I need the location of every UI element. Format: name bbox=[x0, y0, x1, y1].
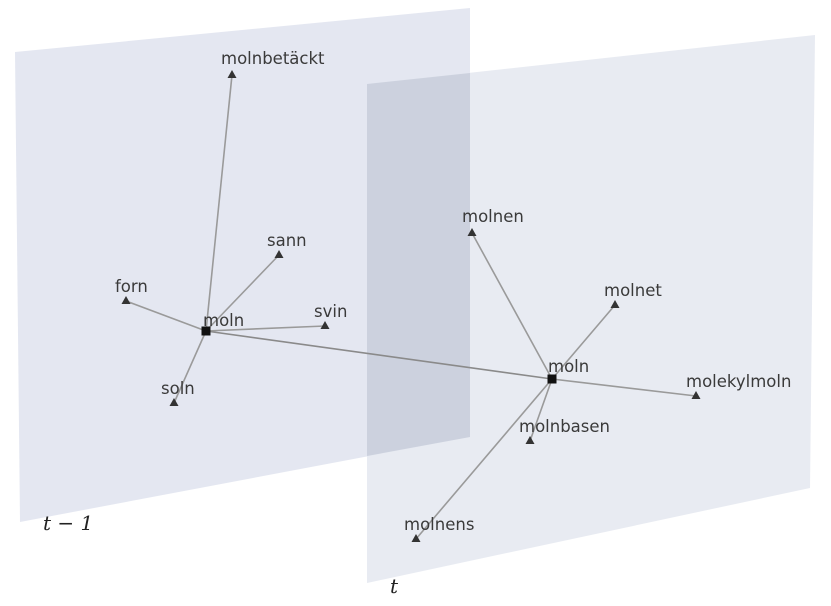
nodes-t-minus-1 bbox=[121, 70, 330, 406]
edges-t bbox=[415, 232, 697, 540]
leaf-node-triangle bbox=[320, 321, 330, 329]
edge-moln-svin bbox=[205, 325, 326, 332]
node-label-molnens: molnens bbox=[404, 515, 474, 534]
node-label-sann: sann bbox=[267, 231, 307, 250]
node-label-forn: forn bbox=[115, 277, 148, 296]
edge-moln-sann bbox=[205, 254, 280, 332]
center-node-square bbox=[547, 374, 557, 384]
node-label-molekylmoln: molekylmoln bbox=[686, 372, 791, 391]
node-label-molnbetackt: molnbetäckt bbox=[221, 49, 325, 68]
leaf-node-triangle bbox=[610, 300, 620, 308]
plane-t bbox=[367, 35, 815, 583]
plane-t-minus-1 bbox=[15, 8, 470, 522]
node-label-molnet: molnet bbox=[604, 281, 662, 300]
edge-moln-molnet bbox=[551, 304, 616, 380]
node-label-svin: svin bbox=[314, 302, 347, 321]
edge-moln-forn bbox=[125, 300, 207, 332]
edge-cross-plane-moln bbox=[205, 330, 553, 380]
node-label-soln: soln bbox=[161, 379, 195, 398]
node-label-moln-t: moln bbox=[548, 357, 589, 376]
node-label-molnbasen: molnbasen bbox=[519, 417, 610, 436]
plane-label-t: t bbox=[390, 574, 399, 598]
plane-label-t-minus-1: t − 1 bbox=[43, 511, 93, 535]
leaf-node-triangle bbox=[411, 534, 421, 542]
node-label-molnen: molnen bbox=[462, 207, 524, 226]
leaf-node-triangle bbox=[274, 250, 284, 258]
center-node-square bbox=[201, 326, 211, 336]
leaf-node-triangle bbox=[467, 228, 477, 236]
leaf-node-triangle bbox=[525, 436, 535, 444]
edge-moln-molnen bbox=[471, 232, 553, 380]
edge-moln-molekylmoln bbox=[551, 378, 697, 397]
plane-overlap bbox=[367, 73, 470, 456]
leaf-node-triangle bbox=[169, 398, 179, 406]
node-label-moln-t-minus-1: moln bbox=[203, 311, 244, 330]
edge-moln-soln bbox=[173, 330, 207, 404]
edge-moln-molnens bbox=[415, 378, 553, 540]
leaf-node-triangle bbox=[227, 70, 237, 78]
edge-moln-molnbetackt bbox=[205, 74, 233, 332]
edges-t-minus-1 bbox=[125, 74, 326, 404]
edge-moln-molnbasen bbox=[529, 378, 553, 442]
leaf-node-triangle bbox=[691, 391, 701, 399]
leaf-node-triangle bbox=[121, 296, 131, 304]
nodes-t bbox=[411, 228, 701, 542]
